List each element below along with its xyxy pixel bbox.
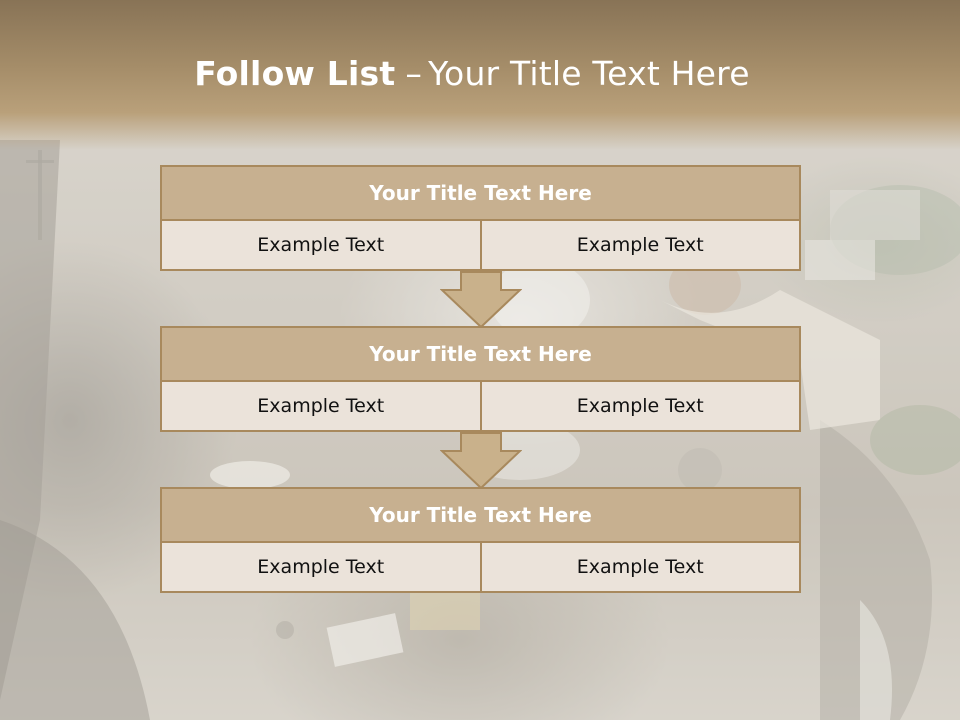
block-cell-left: Example Text	[160, 543, 482, 593]
block-title: Your Title Text Here	[160, 326, 801, 382]
list-block-2: Your Title Text Here Example Text Exampl…	[160, 326, 801, 432]
slide-title: Follow List–Your Title Text Here	[0, 54, 944, 93]
block-cell-left: Example Text	[160, 221, 482, 271]
down-arrow-icon	[440, 271, 522, 329]
block-row: Example Text Example Text	[160, 382, 801, 432]
block-cell-right: Example Text	[481, 221, 801, 271]
block-title: Your Title Text Here	[160, 165, 801, 221]
list-block-1: Your Title Text Here Example Text Exampl…	[160, 165, 801, 271]
block-row: Example Text Example Text	[160, 543, 801, 593]
block-title: Your Title Text Here	[160, 487, 801, 543]
block-cell-left: Example Text	[160, 382, 482, 432]
block-row: Example Text Example Text	[160, 221, 801, 271]
block-cell-right: Example Text	[481, 382, 801, 432]
block-cell-right: Example Text	[481, 543, 801, 593]
list-block-3: Your Title Text Here Example Text Exampl…	[160, 487, 801, 593]
title-dash: –	[405, 54, 423, 93]
title-bold: Follow List	[194, 54, 396, 93]
title-rest: Your Title Text Here	[428, 54, 750, 93]
down-arrow-icon	[440, 432, 522, 490]
